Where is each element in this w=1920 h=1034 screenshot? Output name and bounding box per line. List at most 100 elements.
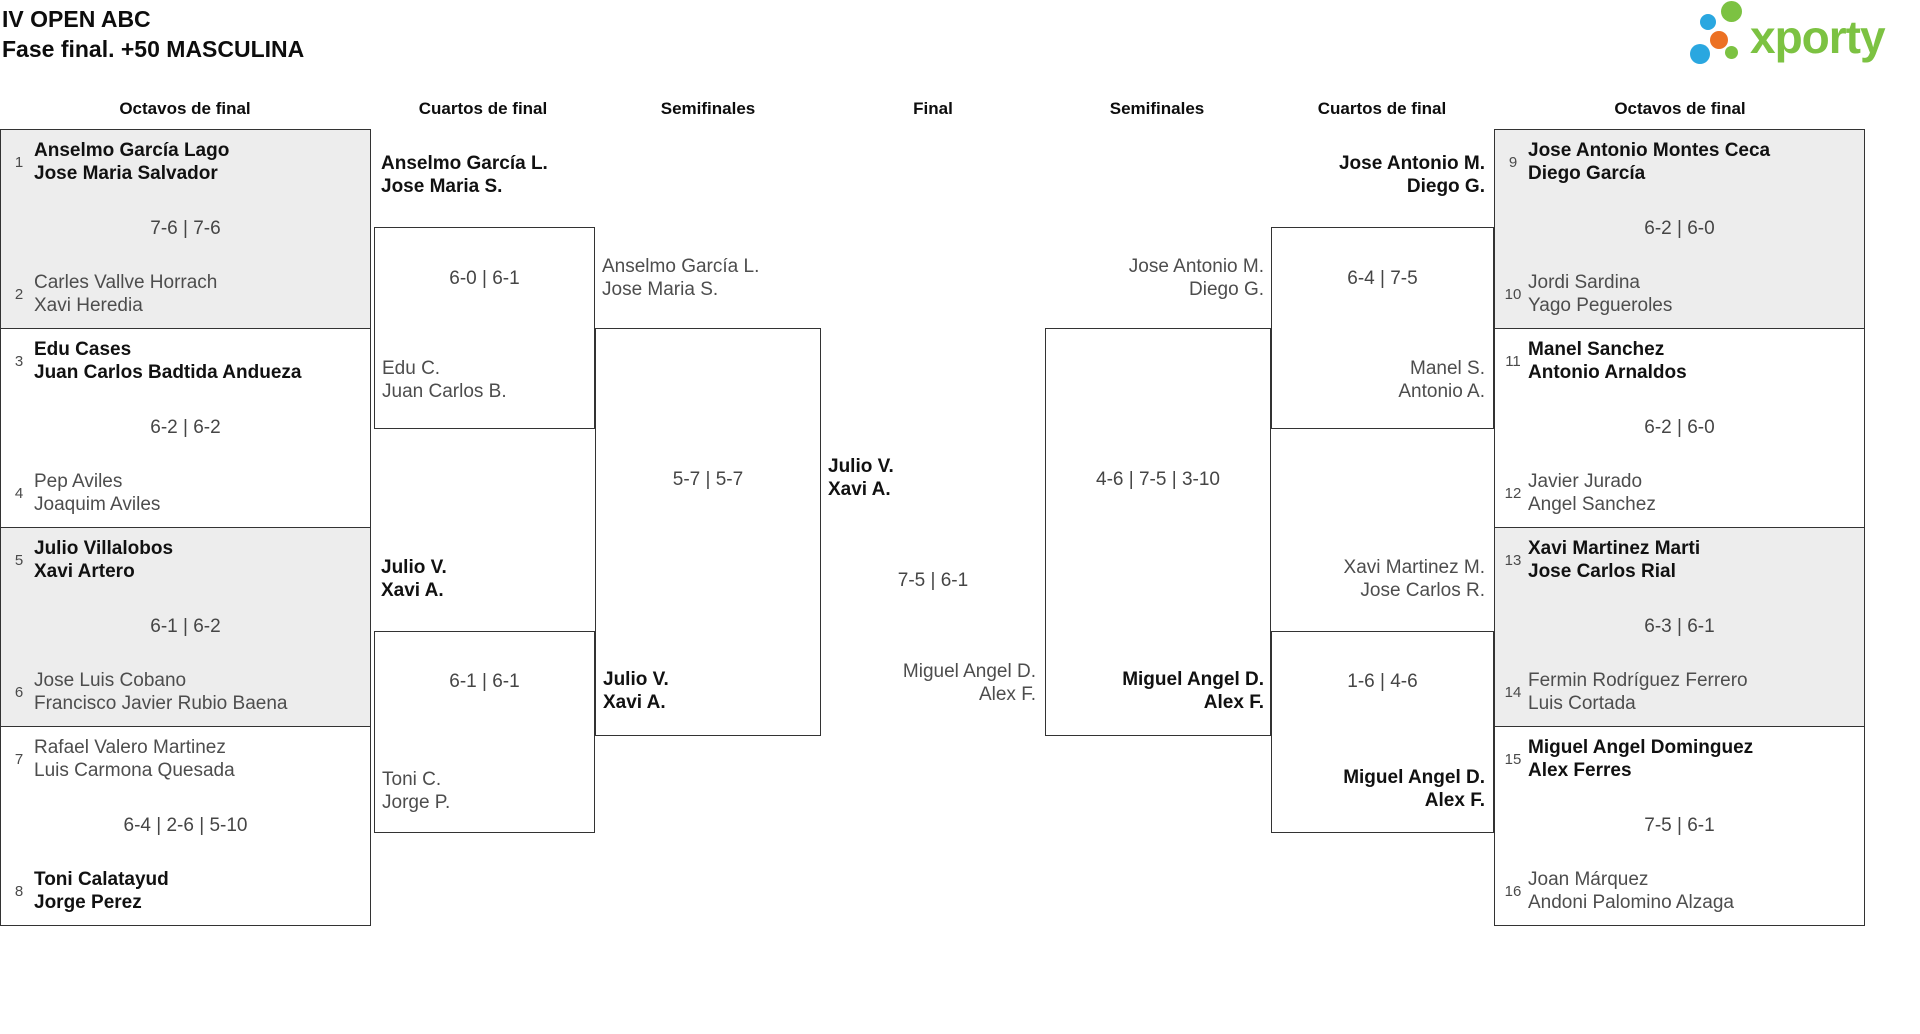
logo-dot-green-large-icon [1721,1,1742,22]
match-score: 6-4 | 2-6 | 5-10 [123,815,248,836]
octavos-right-match-1: 9 Jose Antonio Montes Ceca Diego García … [1494,129,1865,329]
match-score: 6-2 | 6-0 [1644,417,1715,438]
player-name: Jose Antonio Montes Ceca [1528,140,1771,161]
cuartos-right-2-team-a: Xavi Martinez M. Jose Carlos R. [1344,556,1485,602]
player-name: Julio Villalobos [34,538,174,559]
player-name: Manel Sanchez [1528,339,1665,360]
player-name: Jose Antonio M. [1338,153,1485,174]
team-names: Anselmo García Lago Jose Maria Salvador [34,139,229,185]
player-name: Alex F. [1424,790,1485,811]
team-names: Jordi Sardina Yago Pegueroles [1528,271,1672,317]
round-header-semis-left: Semifinales [660,99,756,118]
player-name: Joan Márquez [1528,869,1649,890]
player-name: Jose Luis Cobano [34,670,187,691]
cuartos-left-2-team-a: Julio V. Xavi A. [381,556,447,602]
seed-number: 7 [14,750,24,768]
player-name: Alex F. [978,684,1036,705]
semifinal-right-team-b: Miguel Angel D. Alex F. [1122,668,1264,714]
player-name: Xavi Heredia [34,295,143,316]
team-names: Joan Márquez Andoni Palomino Alzaga [1528,868,1734,914]
player-name: Pep Aviles [34,471,123,492]
team-pair-winner: 9 Jose Antonio Montes Ceca Diego García [1504,139,1770,185]
team-pair-loser: 2 Carles Vallve Horrach Xavi Heredia [10,271,218,317]
player-name: Diego García [1528,163,1646,184]
seed-number: 9 [1508,153,1518,171]
match-score: 6-1 | 6-2 [150,616,221,637]
player-name: Xavi Martinez Marti [1528,538,1701,559]
seed-number: 4 [14,484,24,502]
semifinal-right-team-a: Jose Antonio M. Diego G. [1129,255,1264,301]
seed-number: 5 [14,551,24,569]
match-score: 6-2 | 6-2 [150,417,221,438]
round-header-final: Final [913,99,953,118]
team-names: Fermin Rodríguez Ferrero Luis Cortada [1528,669,1748,715]
team-names: Jose Antonio Montes Ceca Diego García [1528,139,1770,185]
round-header-semis-right: Semifinales [1109,99,1205,118]
player-name: Jorge P. [382,792,451,813]
team-pair-loser: 4 Pep Aviles Joaquim Aviles [10,470,161,516]
player-name: Francisco Javier Rubio Baena [34,693,288,714]
cuartos-left-1-team-b: Edu C. Juan Carlos B. [382,357,507,403]
round-header-cuartos-right: Cuartos de final [1317,99,1447,118]
team-names: Julio Villalobos Xavi Artero [34,537,173,583]
player-name: Toni Calatayud [34,869,169,890]
round-header-cuartos-left: Cuartos de final [418,99,548,118]
player-name: Javier Jurado [1528,471,1643,492]
player-name: Joaquim Aviles [34,494,161,515]
team-pair-loser: 7 Rafael Valero Martinez Luis Carmona Qu… [10,736,235,782]
team-pair-winner: 13 Xavi Martinez Marti Jose Carlos Rial [1504,537,1700,583]
team-names: Carles Vallve Horrach Xavi Heredia [34,271,217,317]
player-name: Jose Maria Salvador [34,163,218,184]
player-name: Angel Sanchez [1528,494,1656,515]
player-name: Edu C. [382,358,441,379]
octavos-left-match-2: 3 Edu Cases Juan Carlos Badtida Andueza … [0,328,371,528]
seed-number: 12 [1504,484,1522,502]
cuartos-right-1-score: 6-4 | 7-5 [1347,268,1418,289]
cuartos-left-match-2-box [374,631,595,833]
cuartos-left-match-1-box [374,227,595,429]
cuartos-right-2-team-b: Miguel Angel D. Alex F. [1343,766,1485,812]
match-score: 6-3 | 6-1 [1644,616,1715,637]
cuartos-right-match-2-box [1271,631,1494,833]
seed-number: 2 [14,285,24,303]
team-pair-winner: 5 Julio Villalobos Xavi Artero [10,537,173,583]
octavos-left-match-1: 1 Anselmo García Lago Jose Maria Salvado… [0,129,371,329]
team-names: Jose Luis Cobano Francisco Javier Rubio … [34,669,287,715]
seed-number: 8 [14,882,24,900]
player-name: Jose Antonio M. [1128,256,1264,277]
octavos-right-match-4: 15 Miguel Angel Dominguez Alex Ferres 7-… [1494,726,1865,926]
player-name: Xavi A. [381,580,444,601]
final-team-b: Miguel Angel D. Alex F. [903,660,1036,706]
team-pair-loser: 12 Javier Jurado Angel Sanchez [1504,470,1656,516]
final-team-a: Julio V. Xavi A. [828,455,894,501]
player-name: Andoni Palomino Alzaga [1528,892,1734,913]
player-name: Anselmo García Lago [34,140,230,161]
round-header-octavos-left: Octavos de final [119,99,251,118]
player-name: Jordi Sardina [1528,272,1640,293]
player-name: Luis Cortada [1528,693,1636,714]
octavos-left-match-4: 7 Rafael Valero Martinez Luis Carmona Qu… [0,726,371,926]
team-names: Manel Sanchez Antonio Arnaldos [1528,338,1687,384]
cuartos-left-1-team-a: Anselmo García L. Jose Maria S. [381,152,548,198]
team-pair-winner: 11 Manel Sanchez Antonio Arnaldos [1504,338,1687,384]
team-pair-loser: 10 Jordi Sardina Yago Pegueroles [1504,271,1673,317]
logo-dot-blue-small-icon [1700,14,1716,30]
match-score: 7-5 | 6-1 [1644,815,1715,836]
logo-dot-orange-icon [1710,31,1728,49]
player-name: Julio V. [603,669,669,690]
seed-number: 11 [1505,352,1521,370]
cuartos-right-match-1-box [1271,227,1494,429]
player-name: Miguel Angel D. [1343,767,1485,788]
team-pair-winner: 3 Edu Cases Juan Carlos Badtida Andueza [10,338,302,384]
team-pair-winner: 8 Toni Calatayud Jorge Perez [10,868,169,914]
player-name: Jose Carlos R. [1360,580,1485,601]
xporty-logo: xporty [1690,0,1916,72]
match-score: 7-6 | 7-6 [150,218,221,239]
team-pair-loser: 14 Fermin Rodríguez Ferrero Luis Cortada [1504,669,1748,715]
seed-number: 14 [1504,683,1522,701]
player-name: Alex F. [1203,692,1264,713]
player-name: Yago Pegueroles [1528,295,1673,316]
team-names: Rafael Valero Martinez Luis Carmona Ques… [34,736,235,782]
logo-wordmark: xporty [1750,11,1886,63]
